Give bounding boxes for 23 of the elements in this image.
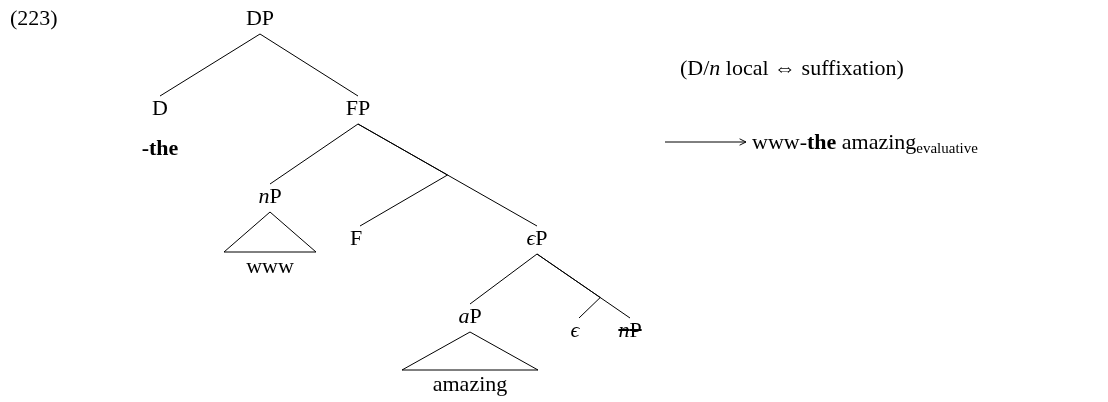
branch-line bbox=[536, 253, 631, 319]
output-text: www-the amazing$_{evaluative}$ bbox=[750, 130, 980, 154]
node-label: ϵP bbox=[524, 226, 550, 250]
node-label: aP bbox=[456, 304, 484, 328]
word-label: -the bbox=[140, 136, 180, 160]
roof-triangle bbox=[401, 331, 539, 371]
node-label: nP bbox=[256, 184, 284, 208]
node-label: nP bbox=[616, 318, 644, 342]
branch-line bbox=[159, 33, 261, 97]
note-text: (D/n local ⇔ suffixation) bbox=[679, 56, 905, 80]
node-label: D bbox=[150, 96, 170, 120]
branch-line bbox=[269, 123, 359, 185]
node-label: ϵ bbox=[568, 318, 582, 342]
node-label: F bbox=[347, 226, 365, 250]
branch-line bbox=[259, 33, 359, 97]
node-label: DP bbox=[243, 6, 277, 30]
roof-triangle bbox=[223, 211, 317, 253]
branch-line bbox=[469, 253, 538, 305]
example-number: (223) bbox=[9, 6, 59, 30]
node-label: FP bbox=[343, 96, 373, 120]
node-label: amazing bbox=[430, 372, 510, 396]
node-label: www bbox=[244, 254, 296, 278]
branch-line bbox=[357, 123, 538, 227]
